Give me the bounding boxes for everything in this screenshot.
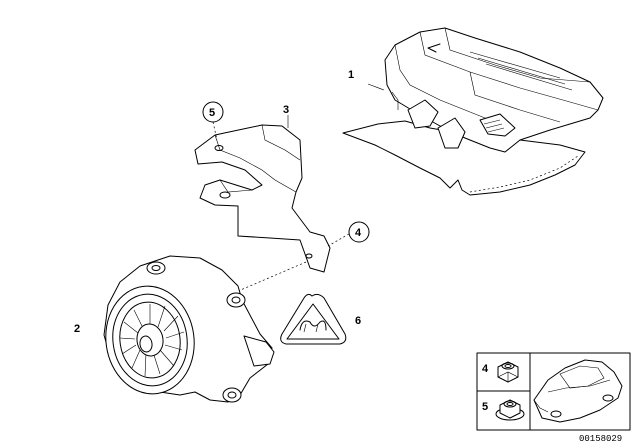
part-label-6: 6 bbox=[355, 315, 361, 327]
alarm-siren-illustration bbox=[103, 255, 275, 403]
callout-5: 5 bbox=[202, 101, 224, 141]
hex-flange-nut-icon bbox=[495, 399, 525, 421]
inset-label-4: 4 bbox=[482, 363, 489, 375]
part-label-2: 2 bbox=[74, 323, 80, 335]
part-label-3: 3 bbox=[283, 104, 289, 116]
document-number: 00158029 bbox=[579, 434, 622, 444]
callout-4: 4 bbox=[327, 221, 370, 247]
callout-4-label: 4 bbox=[355, 227, 362, 239]
hex-nut-icon bbox=[497, 361, 519, 383]
warning-label-illustration bbox=[280, 293, 347, 345]
hardware-inset bbox=[476, 352, 631, 431]
callout-5-label: 5 bbox=[209, 107, 215, 119]
inset-label-5: 5 bbox=[482, 401, 488, 413]
control-unit-illustration bbox=[342, 27, 604, 196]
mounting-bracket-illustration bbox=[194, 124, 331, 273]
car-silhouette-icon bbox=[533, 359, 623, 423]
part-label-1: 1 bbox=[348, 69, 354, 81]
